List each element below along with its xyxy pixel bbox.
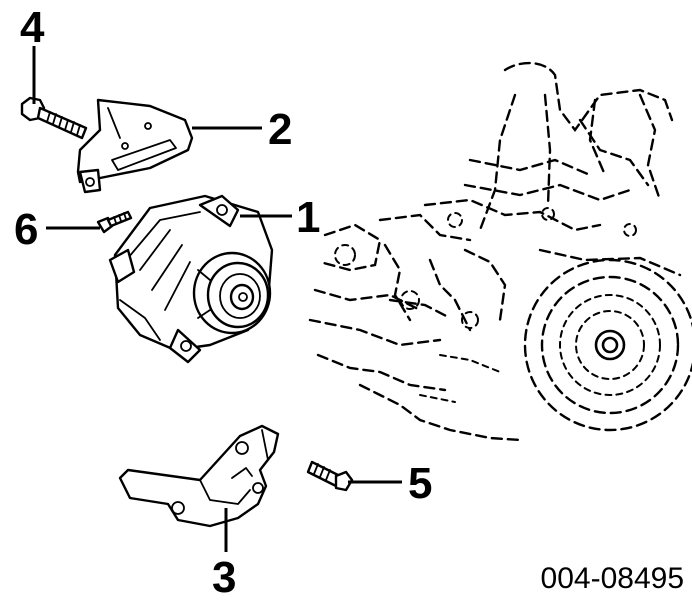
callout-3: 3 xyxy=(212,553,236,600)
callout-4: 4 xyxy=(20,3,45,52)
leader-lines xyxy=(32,46,402,552)
engine-block-outline xyxy=(308,61,674,442)
bracket-2 xyxy=(76,98,194,194)
crankshaft-pulley-outline xyxy=(523,248,692,432)
callout-5: 5 xyxy=(408,459,432,508)
bolt-4 xyxy=(20,96,88,140)
figure-reference-code: 004-08495 xyxy=(541,562,684,595)
bracket-3 xyxy=(118,424,280,528)
bolt-6 xyxy=(96,210,133,234)
bolt-5 xyxy=(306,460,354,492)
alternator-1 xyxy=(108,194,274,364)
callout-2: 2 xyxy=(268,105,292,154)
callout-1: 1 xyxy=(296,193,320,242)
callout-6: 6 xyxy=(14,205,38,254)
